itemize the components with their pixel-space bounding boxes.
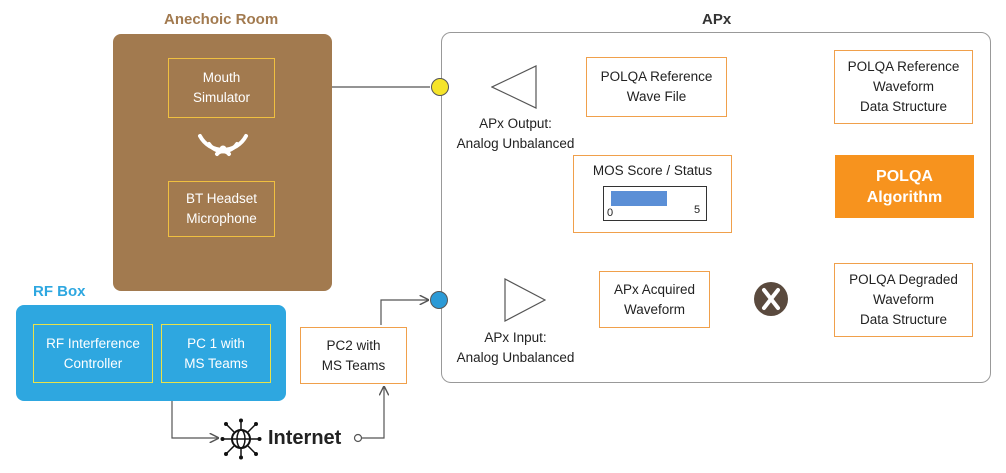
- pc2-ms-teams-box: PC2 with MS Teams: [300, 327, 407, 384]
- polqa-degraded-data-structure-box: POLQA Degraded Waveform Data Structure: [834, 263, 973, 337]
- internet-label: Internet: [268, 427, 342, 449]
- rf-box-title: RF Box: [33, 283, 86, 300]
- arrow-pc1-to-internet: [171, 391, 218, 438]
- polqa-algorithm-box: POLQA Algorithm: [835, 155, 974, 218]
- mos-score-title: MOS Score / Status: [592, 163, 713, 178]
- globe-network-icon: [220, 418, 262, 460]
- internet-port-dot: [353, 433, 363, 443]
- pc1-ms-teams-box: PC 1 with MS Teams: [161, 324, 271, 383]
- mouth-simulator-box: Mouth Simulator: [168, 58, 275, 118]
- mos-meter-min-label: 0: [607, 207, 614, 219]
- anechoic-room: [113, 34, 332, 291]
- anechoic-room-title: Anechoic Room: [164, 11, 279, 28]
- wireless-signal-icon: [195, 122, 251, 166]
- polqa-reference-wave-file-box: POLQA Reference Wave File: [586, 57, 727, 117]
- apx-output-node: [431, 78, 449, 96]
- apx-input-label: APx Input: Analog Unbalanced: [456, 330, 575, 365]
- apx-output-label: APx Output: Analog Unbalanced: [456, 116, 575, 151]
- output-amplifier-icon: [490, 65, 537, 109]
- mos-meter-max-label: 5: [694, 204, 701, 216]
- apx-title: APx: [702, 11, 732, 28]
- x-mixer-icon: [753, 281, 789, 317]
- input-amplifier-icon: [504, 278, 547, 322]
- arrow-internet-to-pc2: [358, 387, 384, 439]
- apx-input-node: [430, 291, 448, 309]
- rf-box: [16, 305, 286, 401]
- bt-headset-microphone-box: BT Headset Microphone: [168, 181, 275, 237]
- arrow-pc2-to-input-node: [380, 300, 428, 325]
- rf-interference-controller-box: RF Interference Controller: [33, 324, 153, 383]
- mos-score-meter-fill: [611, 191, 667, 206]
- apx-acquired-waveform-box: APx Acquired Waveform: [599, 271, 710, 328]
- polqa-reference-data-structure-box: POLQA Reference Waveform Data Structure: [834, 50, 973, 124]
